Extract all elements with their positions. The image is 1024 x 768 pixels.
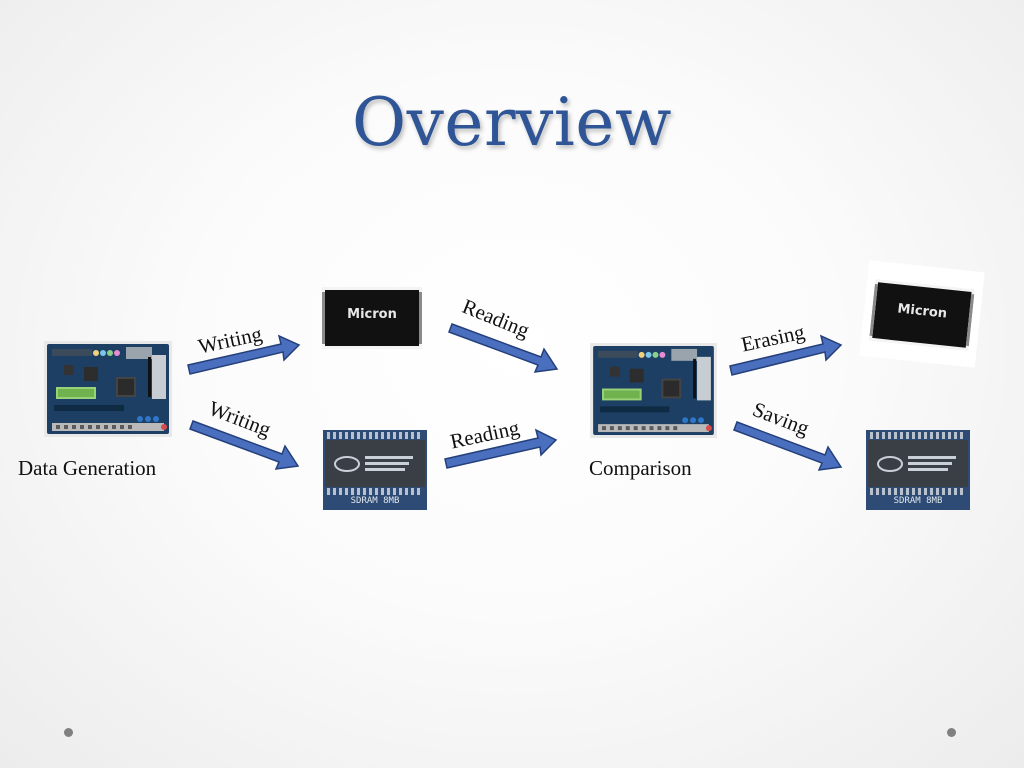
sdram-label-text: SDRAM 8MB [893, 496, 943, 506]
data-generation-caption: Data Generation [18, 456, 157, 480]
arrow-erase [729, 334, 843, 376]
micron-logo-text: Micron [347, 307, 397, 322]
arrow-save [733, 421, 843, 471]
sdram-chip-1: SDRAM 8MB [323, 430, 427, 510]
arrow-read-flash [448, 323, 559, 373]
comparison-caption: Comparison [589, 456, 692, 480]
arrow-read-sdram [444, 428, 558, 469]
micron-flash-chip-1: Micron [322, 287, 422, 349]
corner-dot-left [64, 728, 73, 737]
arrow-write-sdram [189, 420, 300, 470]
sdram-label-text: SDRAM 8MB [350, 496, 400, 506]
sdram-chip-2: SDRAM 8MB [866, 430, 970, 510]
corner-dot-right [947, 728, 956, 737]
slide-title: Overview [352, 84, 672, 161]
arrow-write-flash [187, 334, 301, 375]
